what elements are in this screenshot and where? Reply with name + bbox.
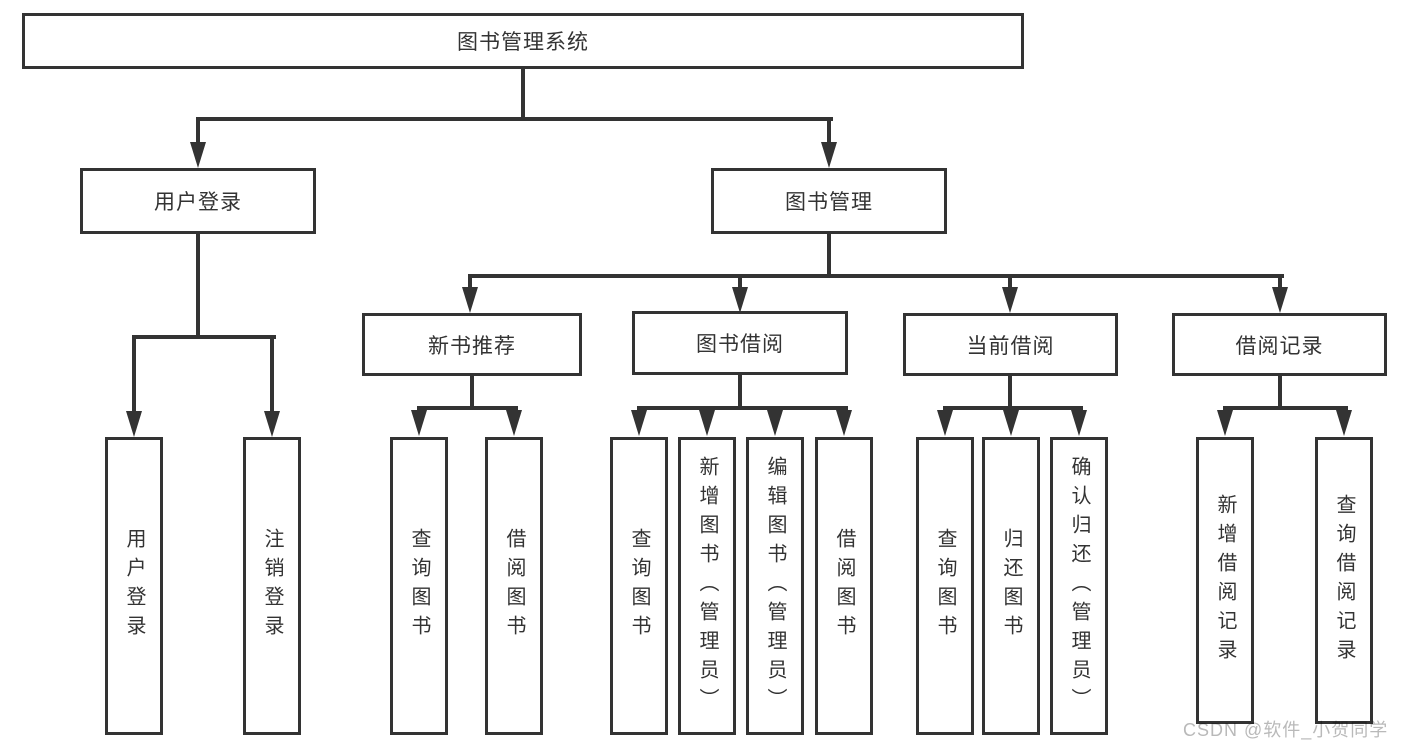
arrowhead-icon [1217,410,1233,436]
watermark: CSDN @软件_小贺同学 [1183,720,1389,740]
connector-bookmgmt-drop-4 [1278,278,1282,288]
arrowhead-icon [836,410,852,436]
connector-newbook-bar [417,406,518,410]
leaf-record-query: 查询借阅记录 [1315,437,1373,724]
arrowhead-icon [1071,410,1087,436]
connector-bookmgmt-bar [468,274,1284,278]
connector-bookmgmt-drop-2 [738,278,742,288]
connector-userlogin-bar [132,335,276,339]
arrowhead-icon [1002,287,1018,313]
connector-userlogin-drop-1 [132,339,136,413]
node-new-book-recommend: 新书推荐 [362,313,582,376]
connector-bookmgmt-drop-3 [1008,278,1012,288]
leaf-record-add: 新增借阅记录 [1196,437,1254,724]
arrowhead-icon [1272,287,1288,313]
connector-root-drop-left [196,121,200,144]
leaf-newbook-borrow: 借阅图书 [485,437,543,735]
arrowhead-icon [821,142,837,168]
arrowhead-icon [126,411,142,437]
arrowhead-icon [732,287,748,313]
connector-root-drop-right [827,121,831,144]
connector-record-stem [1278,376,1282,406]
arrowhead-icon [699,410,715,436]
connector-bookmgmt-drop-1 [468,278,472,288]
node-borrow-record: 借阅记录 [1172,313,1387,376]
connector-userlogin-stem [196,234,200,335]
leaf-current-query: 查询图书 [916,437,974,735]
connector-record-bar [1223,406,1348,410]
leaf-newbook-query: 查询图书 [390,437,448,735]
arrowhead-icon [1003,410,1019,436]
connector-borrow-bar [637,406,848,410]
node-book-management: 图书管理 [711,168,947,234]
node-root: 图书管理系统 [22,13,1024,69]
arrowhead-icon [767,410,783,436]
connector-current-bar [943,406,1083,410]
connector-newbook-stem [470,376,474,406]
connector-borrow-stem [738,375,742,406]
leaf-current-confirm-admin: 确认归还（管理员） [1050,437,1108,735]
node-user-login: 用户登录 [80,168,316,234]
connector-userlogin-drop-2 [270,339,274,413]
arrowhead-icon [631,410,647,436]
connector-current-stem [1008,376,1012,406]
connector-root-stem [521,69,525,119]
arrowhead-icon [264,411,280,437]
arrowhead-icon [190,142,206,168]
node-current-borrow: 当前借阅 [903,313,1118,376]
arrowhead-icon [462,287,478,313]
arrowhead-icon [1336,410,1352,436]
leaf-borrow-add-admin: 新增图书（管理员） [678,437,736,735]
leaf-logout: 注销登录 [243,437,301,735]
connector-root-bar [196,117,833,121]
leaf-borrow-query: 查询图书 [610,437,668,735]
arrowhead-icon [411,410,427,436]
arrowhead-icon [506,410,522,436]
leaf-user-login: 用户登录 [105,437,163,735]
leaf-borrow-edit-admin: 编辑图书（管理员） [746,437,804,735]
leaf-borrow-borrow: 借阅图书 [815,437,873,735]
connector-bookmgmt-stem [827,234,831,274]
arrowhead-icon [937,410,953,436]
leaf-current-return: 归还图书 [982,437,1040,735]
node-book-borrow: 图书借阅 [632,311,848,375]
